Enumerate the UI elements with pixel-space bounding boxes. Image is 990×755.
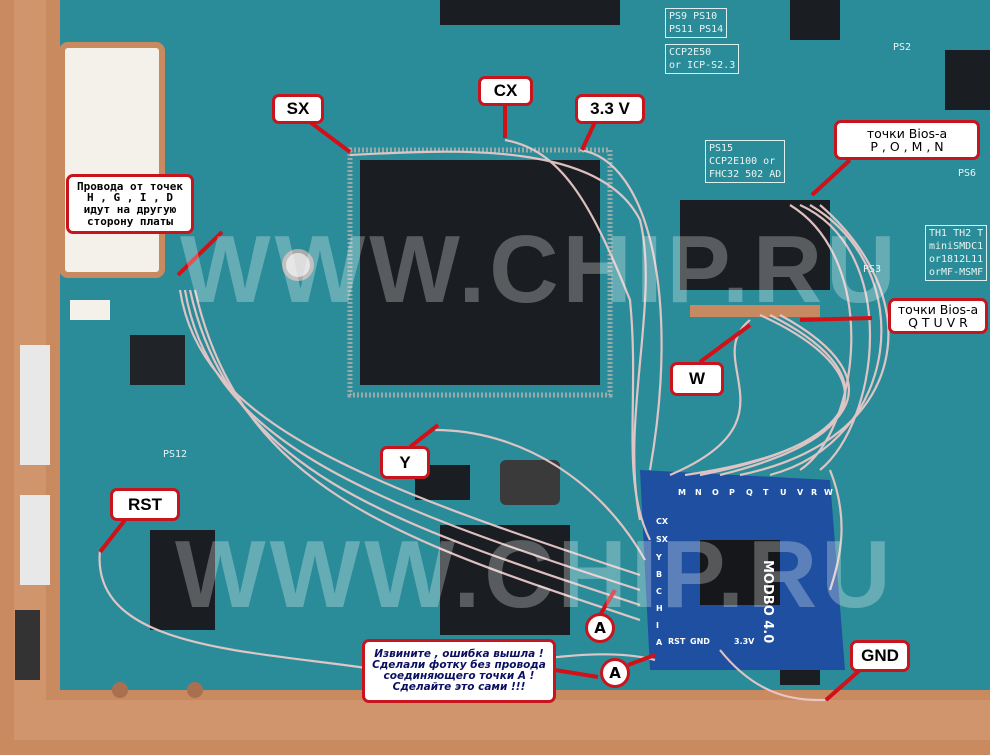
callout-gnd: GND: [850, 640, 910, 672]
pin-label: V: [797, 488, 804, 497]
pin-label: SX: [656, 535, 668, 544]
pin-label: RST: [668, 637, 686, 646]
chip-top: [440, 0, 620, 25]
callout-a-point-1: A: [585, 613, 615, 643]
silkscreen-ps2: PS2: [893, 42, 912, 53]
pin-label: W: [824, 488, 833, 497]
callout-cx: CX: [478, 76, 533, 106]
silkscreen-ps12: PS12: [163, 449, 188, 460]
pin-label: 3.3V: [734, 637, 755, 646]
pin-label: B: [656, 570, 663, 579]
callout-w: W: [670, 362, 724, 396]
connector-left: [20, 345, 50, 465]
callout-rst: RST: [110, 488, 180, 521]
pin-label: GND: [690, 637, 710, 646]
callout-arrows: [98, 105, 873, 702]
pin-label: H: [656, 604, 663, 613]
pin-label: R: [811, 488, 818, 497]
pin-label: CX: [656, 517, 669, 526]
pin-label: N: [695, 488, 702, 497]
board-cutout: [59, 42, 165, 278]
pin-label: Q: [746, 488, 753, 497]
watermark: WWW.CHIP.RU: [175, 521, 895, 628]
pin-label: Y: [656, 553, 662, 562]
pin-label: A: [656, 638, 663, 647]
pin-label: T: [763, 488, 769, 497]
pin-label: P: [729, 488, 735, 497]
pin-label: M: [678, 488, 686, 497]
main-cpu-chip: [360, 160, 600, 385]
pin-label: O: [712, 488, 719, 497]
callout-3-3v: 3.3 V: [575, 94, 645, 124]
regulator-chip: [130, 335, 185, 385]
callout-sx: SX: [272, 94, 324, 124]
callout-a-point-2: A: [600, 658, 630, 688]
wires: [98, 138, 890, 702]
pin-label: C: [656, 587, 662, 596]
callout-y: Y: [380, 446, 430, 479]
watermark: WWW.CHIP.RU: [180, 216, 900, 323]
modchip-label: MODBO 4.0: [760, 560, 775, 644]
silkscreen-ps3: PS3: [863, 264, 882, 275]
silkscreen-ps6: PS6: [958, 168, 977, 179]
pin-label: I: [656, 621, 659, 630]
callout-apology-note: Извините , ошибка вышла !Сделали фотку б…: [362, 639, 556, 703]
pin-label: U: [780, 488, 787, 497]
